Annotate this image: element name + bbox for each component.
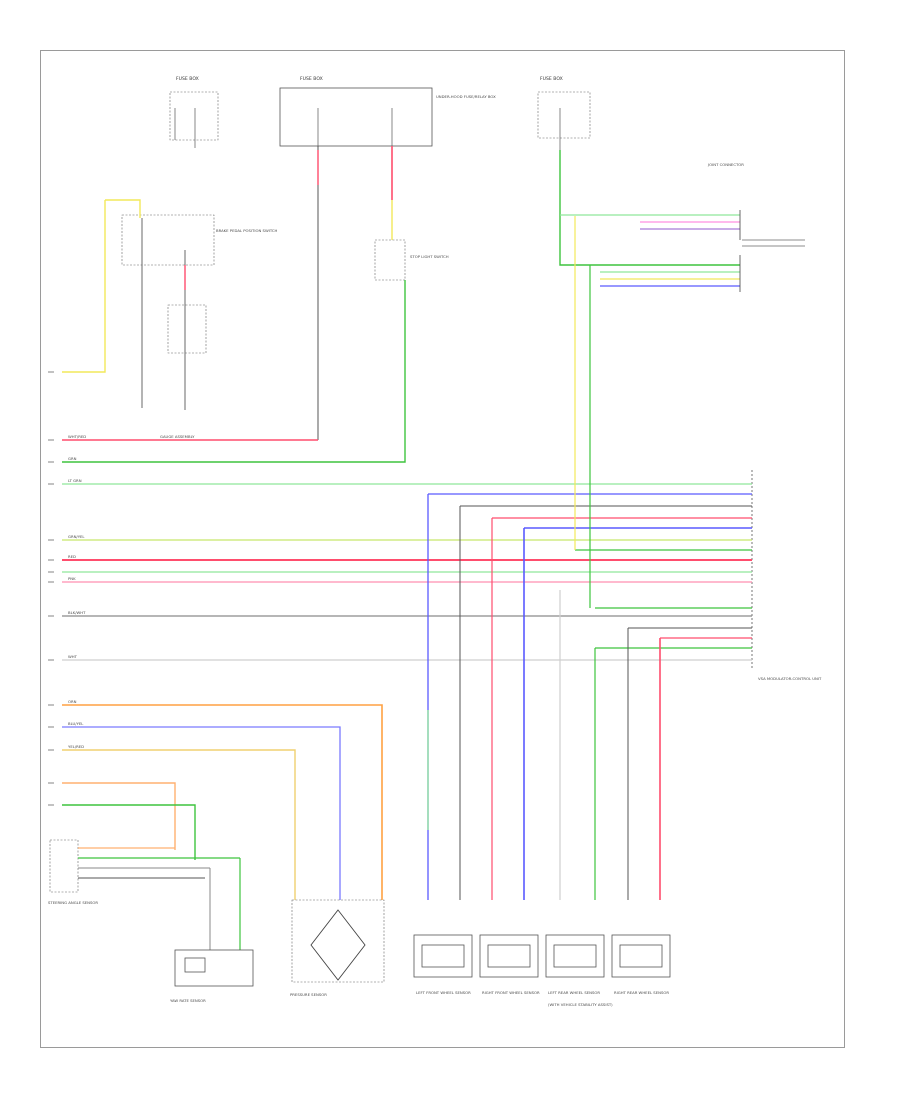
pressure-sensor: PRESSURE SENSOR: [290, 899, 385, 997]
left-terminals: [48, 371, 54, 806]
underhood-relay-label: UNDER-HOOD FUSE/RELAY BOX: [436, 94, 496, 99]
label-blk-wht: BLK/WHT: [68, 610, 86, 615]
label-grn-yel: GRN/YEL: [68, 534, 85, 539]
steering-sensor: STEERING ANGLE SENSOR: [48, 839, 240, 905]
stop-light-label: STOP LIGHT SWITCH: [410, 254, 449, 259]
fuse-box-left-label: FUSE BOX: [176, 76, 199, 82]
wire-yellow-brake: [105, 199, 141, 218]
vsa-modulator-label: VSA MODULATOR-CONTROL UNIT: [758, 676, 822, 681]
steering-sensor-label: STEERING ANGLE SENSOR: [48, 900, 98, 905]
wheel-sensor-rf: RIGHT FRONT WHEEL SENSOR: [479, 934, 540, 995]
wire-green-stop: [62, 280, 406, 463]
label-lt-grn: LT GRN: [68, 478, 82, 483]
fuse-box-right-label: FUSE BOX: [540, 76, 563, 82]
rr-wheel-label: RIGHT REAR WHEEL SENSOR: [614, 990, 669, 995]
wire-red-yel: [62, 782, 176, 850]
wire-grn-low: [62, 804, 196, 860]
wheel-sensor-lr: LEFT REAR WHEEL SENSOR: [545, 934, 605, 995]
middle-fuse-box: FUSE BOX UNDER-HOOD FUSE/RELAY BOX: [279, 76, 496, 147]
wire-yel-red: [62, 749, 296, 900]
label-orn: ORN: [68, 699, 77, 704]
label-wht-red: WHT/RED: [68, 434, 86, 439]
fuse-box-mid-label: FUSE BOX: [300, 76, 323, 82]
right-fuse-box: FUSE BOX: [537, 76, 591, 150]
label-pnk: PNK: [68, 576, 76, 581]
label-wht: WHT: [68, 654, 78, 659]
lf-wheel-label: LEFT FRONT WHEEL SENSOR: [416, 990, 471, 995]
yaw-sensor-label: YAW RATE SENSOR: [170, 998, 206, 1003]
label-grn: GRN: [68, 456, 77, 461]
pressure-sensor-label: PRESSURE SENSOR: [290, 992, 327, 997]
diagram-frame: [40, 50, 845, 1048]
wire-green-right: [559, 150, 740, 266]
wheel-sensor-lf: LEFT FRONT WHEEL SENSOR: [413, 934, 473, 995]
brake-switch: BRAKE PEDAL POSITION SWITCH GAUGE ASSEMB…: [121, 214, 278, 439]
label-blu-yel: BLU/YEL: [68, 721, 84, 726]
rf-wheel-label: RIGHT FRONT WHEEL SENSOR: [482, 990, 540, 995]
wheel-sensor-rr: RIGHT REAR WHEEL SENSOR: [611, 934, 671, 995]
yaw-sensor: YAW RATE SENSOR: [170, 858, 254, 1003]
lr-wheel-label: LEFT REAR WHEEL SENSOR: [548, 990, 600, 995]
wire-orn: [62, 704, 383, 900]
left-fuse-box: FUSE BOX: [169, 76, 219, 148]
joint-connector-label: JOINT CONNECTOR: [707, 162, 744, 167]
brake-switch-label: BRAKE PEDAL POSITION SWITCH: [216, 228, 278, 233]
label-red: RED: [68, 554, 76, 559]
ground-label: GAUGE ASSEMBLY: [160, 434, 195, 439]
bottom-note: (WITH VEHICLE STABILITY ASSIST): [548, 1002, 613, 1007]
wire-blu-yel: [62, 726, 341, 900]
wire-yellow-down: [62, 200, 106, 373]
label-yel-red: YEL/RED: [68, 744, 84, 749]
